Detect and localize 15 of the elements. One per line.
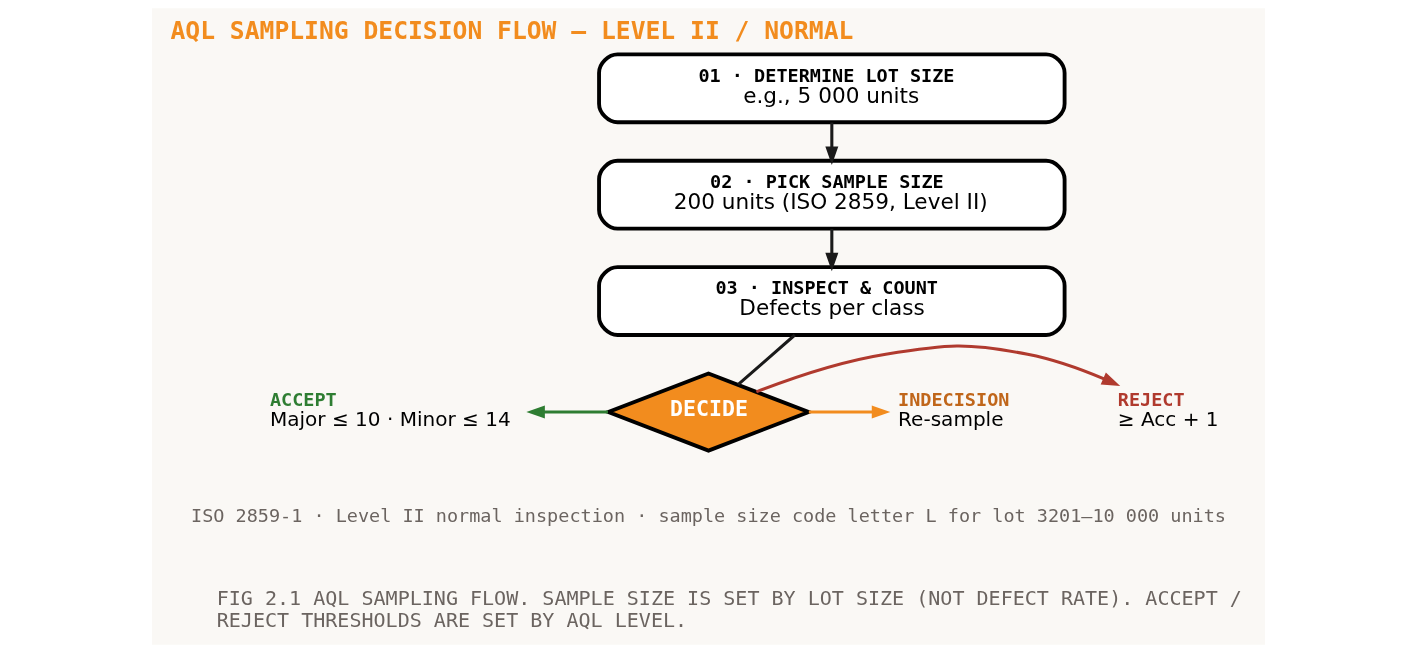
arrow [526,405,608,419]
node-box: 03 · INSPECT & COUNT Defects per class [597,265,1067,337]
caption: FIG 2.1 AQL SAMPLING FLOW. SAMPLE SIZE IS SET BY LOT SIZE (NOT DEFECT RATE). ACCEPT / REJECT THRESHOLDS ARE SET BY AQL LEVEL. [216,586,1242,632]
node-text: ACCEPT Major ≤ 10 · Minor ≤ 14 [269,389,511,431]
connector [737,333,796,386]
node-text: REJECT ≥ Acc + 1 [1117,389,1219,431]
arrow [825,228,839,272]
node-box: 01 · DETERMINE LOT SIZE e.g., 5 000 units [597,52,1067,125]
node-box: 02 · PICK SAMPLE SIZE 200 units (ISO 2859, Level II) [597,158,1067,231]
diagram-title: AQL SAMPLING DECISION FLOW — LEVEL II / NORMAL [170,15,854,45]
arrow [825,122,839,165]
arrow [755,344,1121,394]
node-text: INDECISION Re-sample [898,389,1010,431]
label: ISO 2859-1 · Level II normal inspection · sample size code letter L for lot 3201–10 000 units [191,504,1226,526]
arrow [808,405,891,419]
